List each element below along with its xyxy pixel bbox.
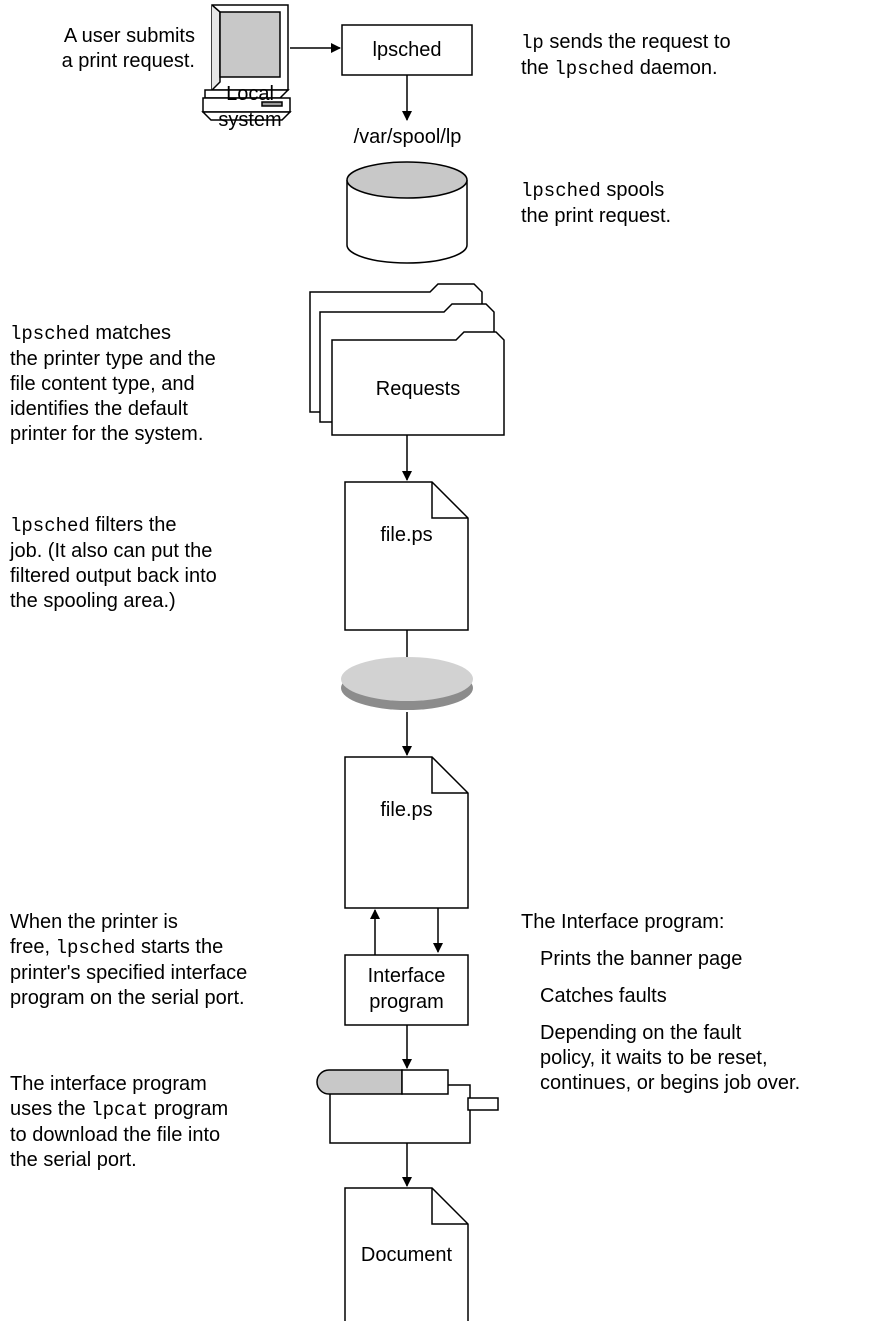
note-user-submits-line-1: A user submits bbox=[63, 25, 195, 47]
local-system-label: Local system bbox=[200, 81, 300, 133]
note-filters: lpsched filters the job. (It also can pu… bbox=[10, 513, 217, 614]
note-matches-line-1: lpsched matches bbox=[10, 321, 216, 347]
note-filters-text-1: filters the bbox=[89, 514, 177, 536]
note-lp-sends-text-1: sends the request to bbox=[543, 31, 731, 53]
code-lpcat: lpcat bbox=[91, 1099, 149, 1121]
note-printer-free-line-3: printer's specified interface bbox=[10, 962, 248, 984]
note-interface-item-3-line-1: Depending on the fault bbox=[540, 1022, 742, 1044]
note-matches: lpsched matches the printer type and the… bbox=[10, 321, 216, 447]
note-filters-line-3: filtered output back into bbox=[10, 565, 217, 587]
note-printer-free-line-1: When the printer is bbox=[10, 911, 178, 933]
code-lpsched: lpsched bbox=[521, 180, 601, 202]
code-lp: lp bbox=[521, 32, 544, 54]
code-lpsched: lpsched bbox=[55, 937, 136, 959]
document-label: Document bbox=[360, 1244, 453, 1266]
note-lp-sends-line-1: lp sends the request to bbox=[521, 30, 731, 56]
code-lpsched: lpsched bbox=[10, 323, 90, 345]
note-filters-line-2: job. (It also can put the bbox=[10, 540, 213, 562]
note-lp-sends-pre-2: the bbox=[521, 57, 555, 79]
file-icon-2 bbox=[344, 756, 469, 909]
note-lpcat-post-2: program bbox=[148, 1098, 229, 1120]
note-spools-text-1: spools bbox=[600, 179, 665, 201]
note-interface-item-2: Catches faults bbox=[540, 985, 667, 1007]
note-interface-item-3-line-2: policy, it waits to be reset, bbox=[540, 1047, 768, 1069]
note-interface-item-3-line-3: continues, or begins job over. bbox=[540, 1072, 801, 1094]
note-filters-line-4: the spooling area.) bbox=[10, 590, 176, 612]
note-interface-title: The Interface program: bbox=[521, 911, 725, 933]
requests-folders-icon bbox=[309, 283, 505, 436]
interface-program-label: Interface program bbox=[345, 963, 468, 1015]
computer-icon bbox=[201, 4, 292, 121]
local-system-line-1: Local bbox=[226, 83, 274, 105]
note-printer-free-post-2: starts the bbox=[135, 936, 224, 958]
note-lp-sends-line-2: the lpsched daemon. bbox=[521, 56, 731, 82]
local-system-line-2: system bbox=[218, 109, 282, 131]
note-printer-free-line-4: program on the serial port. bbox=[10, 987, 245, 1009]
file-icon-1 bbox=[344, 481, 469, 631]
note-printer-free-pre-2: free, bbox=[10, 936, 56, 958]
note-lpcat-pre-2: uses the bbox=[10, 1098, 92, 1120]
note-matches-line-2: the printer type and the bbox=[10, 348, 216, 370]
spool-path-label: /var/spool/lp bbox=[353, 126, 462, 148]
interface-program-box bbox=[344, 954, 469, 1026]
note-user-submits: A user submits a print request. bbox=[20, 24, 195, 74]
interface-line-1: Interface bbox=[367, 965, 446, 987]
note-matches-line-4: identifies the default bbox=[10, 398, 188, 420]
note-lpcat-line-4: the serial port. bbox=[10, 1149, 137, 1171]
file-label-2: file.ps bbox=[380, 799, 433, 821]
note-matches-line-5: printer for the system. bbox=[10, 423, 204, 445]
note-lpcat: The interface program uses the lpcat pro… bbox=[10, 1072, 228, 1173]
note-printer-free-line-2: free, lpsched starts the bbox=[10, 935, 247, 961]
code-lpsched: lpsched bbox=[554, 58, 635, 80]
note-spools-line-1: lpsched spools bbox=[521, 178, 671, 204]
lpsched-box-label: lpsched bbox=[372, 39, 442, 61]
requests-label: Requests bbox=[375, 378, 461, 400]
code-lpsched: lpsched bbox=[10, 515, 90, 537]
interface-line-2: program bbox=[369, 991, 444, 1013]
note-user-submits-line-2: a print request. bbox=[61, 50, 195, 72]
note-interface-program: The Interface program: Prints the banner… bbox=[521, 910, 800, 1096]
note-spools: lpsched spools the print request. bbox=[521, 178, 671, 229]
note-lp-sends: lp sends the request to the lpsched daem… bbox=[521, 30, 731, 82]
note-interface-item-1: Prints the banner page bbox=[540, 948, 743, 970]
note-lp-sends-post-2: daemon. bbox=[634, 57, 718, 79]
disk-icon bbox=[341, 657, 473, 710]
note-spools-line-2: the print request. bbox=[521, 205, 672, 227]
note-matches-line-3: file content type, and bbox=[10, 373, 195, 395]
spool-cylinder-icon bbox=[346, 161, 468, 264]
note-lpcat-line-3: to download the file into bbox=[10, 1124, 221, 1146]
printer-icon bbox=[316, 1069, 499, 1144]
note-filters-line-1: lpsched filters the bbox=[10, 513, 217, 539]
note-lpcat-line-2: uses the lpcat program bbox=[10, 1097, 228, 1123]
document-icon bbox=[344, 1187, 469, 1321]
note-printer-free: When the printer is free, lpsched starts… bbox=[10, 910, 247, 1011]
file-label-1: file.ps bbox=[380, 524, 433, 546]
note-lpcat-line-1: The interface program bbox=[10, 1073, 207, 1095]
note-matches-text-1: matches bbox=[89, 322, 171, 344]
